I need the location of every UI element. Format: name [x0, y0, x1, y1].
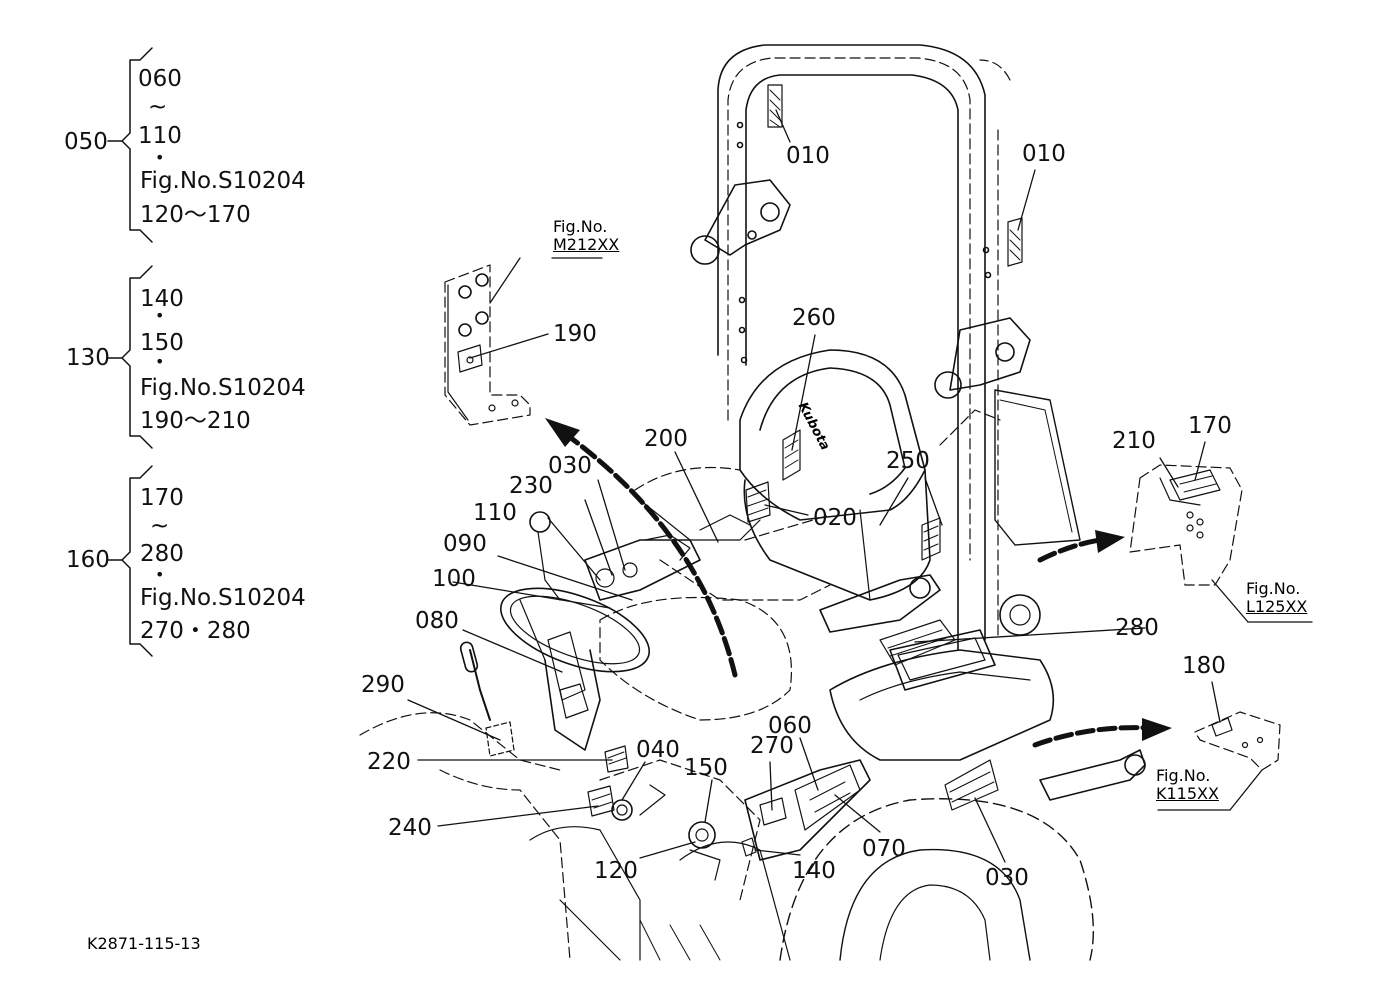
callout-250: 250	[886, 448, 930, 474]
inset-l125xx	[1129, 464, 1243, 586]
callout-210: 210	[1112, 428, 1156, 454]
group-050-line: •	[155, 148, 165, 167]
fig-ref-k115xx: Fig.No. K115XX	[1156, 766, 1219, 804]
tractor-body	[359, 466, 1146, 961]
drawing-number: K2871-115-13	[87, 934, 201, 953]
callout-080: 080	[415, 608, 459, 634]
callout-040: 040	[636, 737, 680, 763]
group-050-line: ~	[148, 94, 168, 120]
group-160-line: 280	[140, 541, 184, 567]
group-130-line: 150	[140, 330, 184, 356]
callout-020: 020	[813, 505, 857, 531]
seat	[739, 349, 941, 633]
group-050-line: 120～170	[140, 202, 251, 228]
fig-ref-l125xx: Fig.No. L125XX	[1246, 579, 1308, 617]
group-050-line: Fig.No.S10204	[140, 168, 306, 194]
group-130-line: 190～210	[140, 408, 251, 434]
callout-190: 190	[553, 321, 597, 347]
group-050-line: 060	[138, 66, 182, 92]
callout-120: 120	[594, 858, 638, 884]
callout-270: 270	[750, 733, 794, 759]
group-130-line: •	[155, 352, 165, 371]
callout-170: 170	[1188, 413, 1232, 439]
group-050-line: 110	[138, 123, 182, 149]
group-130-id: 130	[66, 345, 110, 371]
group-brackets	[107, 47, 153, 657]
inset-k115xx	[1194, 711, 1281, 771]
fig-ref-prefix: Fig.No.	[553, 217, 608, 236]
group-160-line: 170	[140, 485, 184, 511]
callout-010: 010	[1022, 141, 1066, 167]
group-130-line: •	[155, 306, 165, 325]
fig-ref-code: L125XX	[1246, 597, 1308, 617]
fig-ref-m212xx: Fig.No. M212XX	[553, 217, 620, 255]
callout-030: 030	[548, 453, 592, 479]
callout-280: 280	[1115, 615, 1159, 641]
callout-140: 140	[792, 858, 836, 884]
callout-180: 180	[1182, 653, 1226, 679]
group-160-line: 270・280	[140, 618, 251, 644]
callout-230: 230	[509, 473, 553, 499]
callout-060: 060	[768, 713, 812, 739]
callout-220: 220	[367, 749, 411, 775]
group-130-line: 140	[140, 286, 184, 312]
callout-070: 070	[862, 836, 906, 862]
rops-frame	[690, 44, 1081, 651]
callout-100: 100	[432, 566, 476, 592]
callout-110: 110	[473, 500, 517, 526]
callout-290: 290	[361, 672, 405, 698]
leader-lines	[407, 109, 1313, 863]
callout-030: 030	[985, 865, 1029, 891]
arrow-heads	[545, 418, 1172, 741]
callout-200: 200	[644, 426, 688, 452]
group-050-id: 050	[64, 129, 108, 155]
callout-090: 090	[443, 531, 487, 557]
group-160-line: ~	[150, 513, 170, 539]
callout-010: 010	[786, 143, 830, 169]
callout-260: 260	[792, 305, 836, 331]
callout-150: 150	[684, 755, 728, 781]
group-160-id: 160	[66, 547, 110, 573]
group-130-line: Fig.No.S10204	[140, 375, 306, 401]
inset-m212xx	[444, 264, 531, 426]
fig-ref-code: M212XX	[553, 235, 620, 255]
arrows	[557, 427, 1153, 748]
group-160-line: •	[155, 565, 165, 584]
callout-240: 240	[388, 815, 432, 841]
fig-ref-prefix: Fig.No.	[1156, 766, 1211, 785]
fig-ref-code: K115XX	[1156, 784, 1219, 804]
fig-ref-prefix: Fig.No.	[1246, 579, 1301, 598]
group-160-line: Fig.No.S10204	[140, 585, 306, 611]
